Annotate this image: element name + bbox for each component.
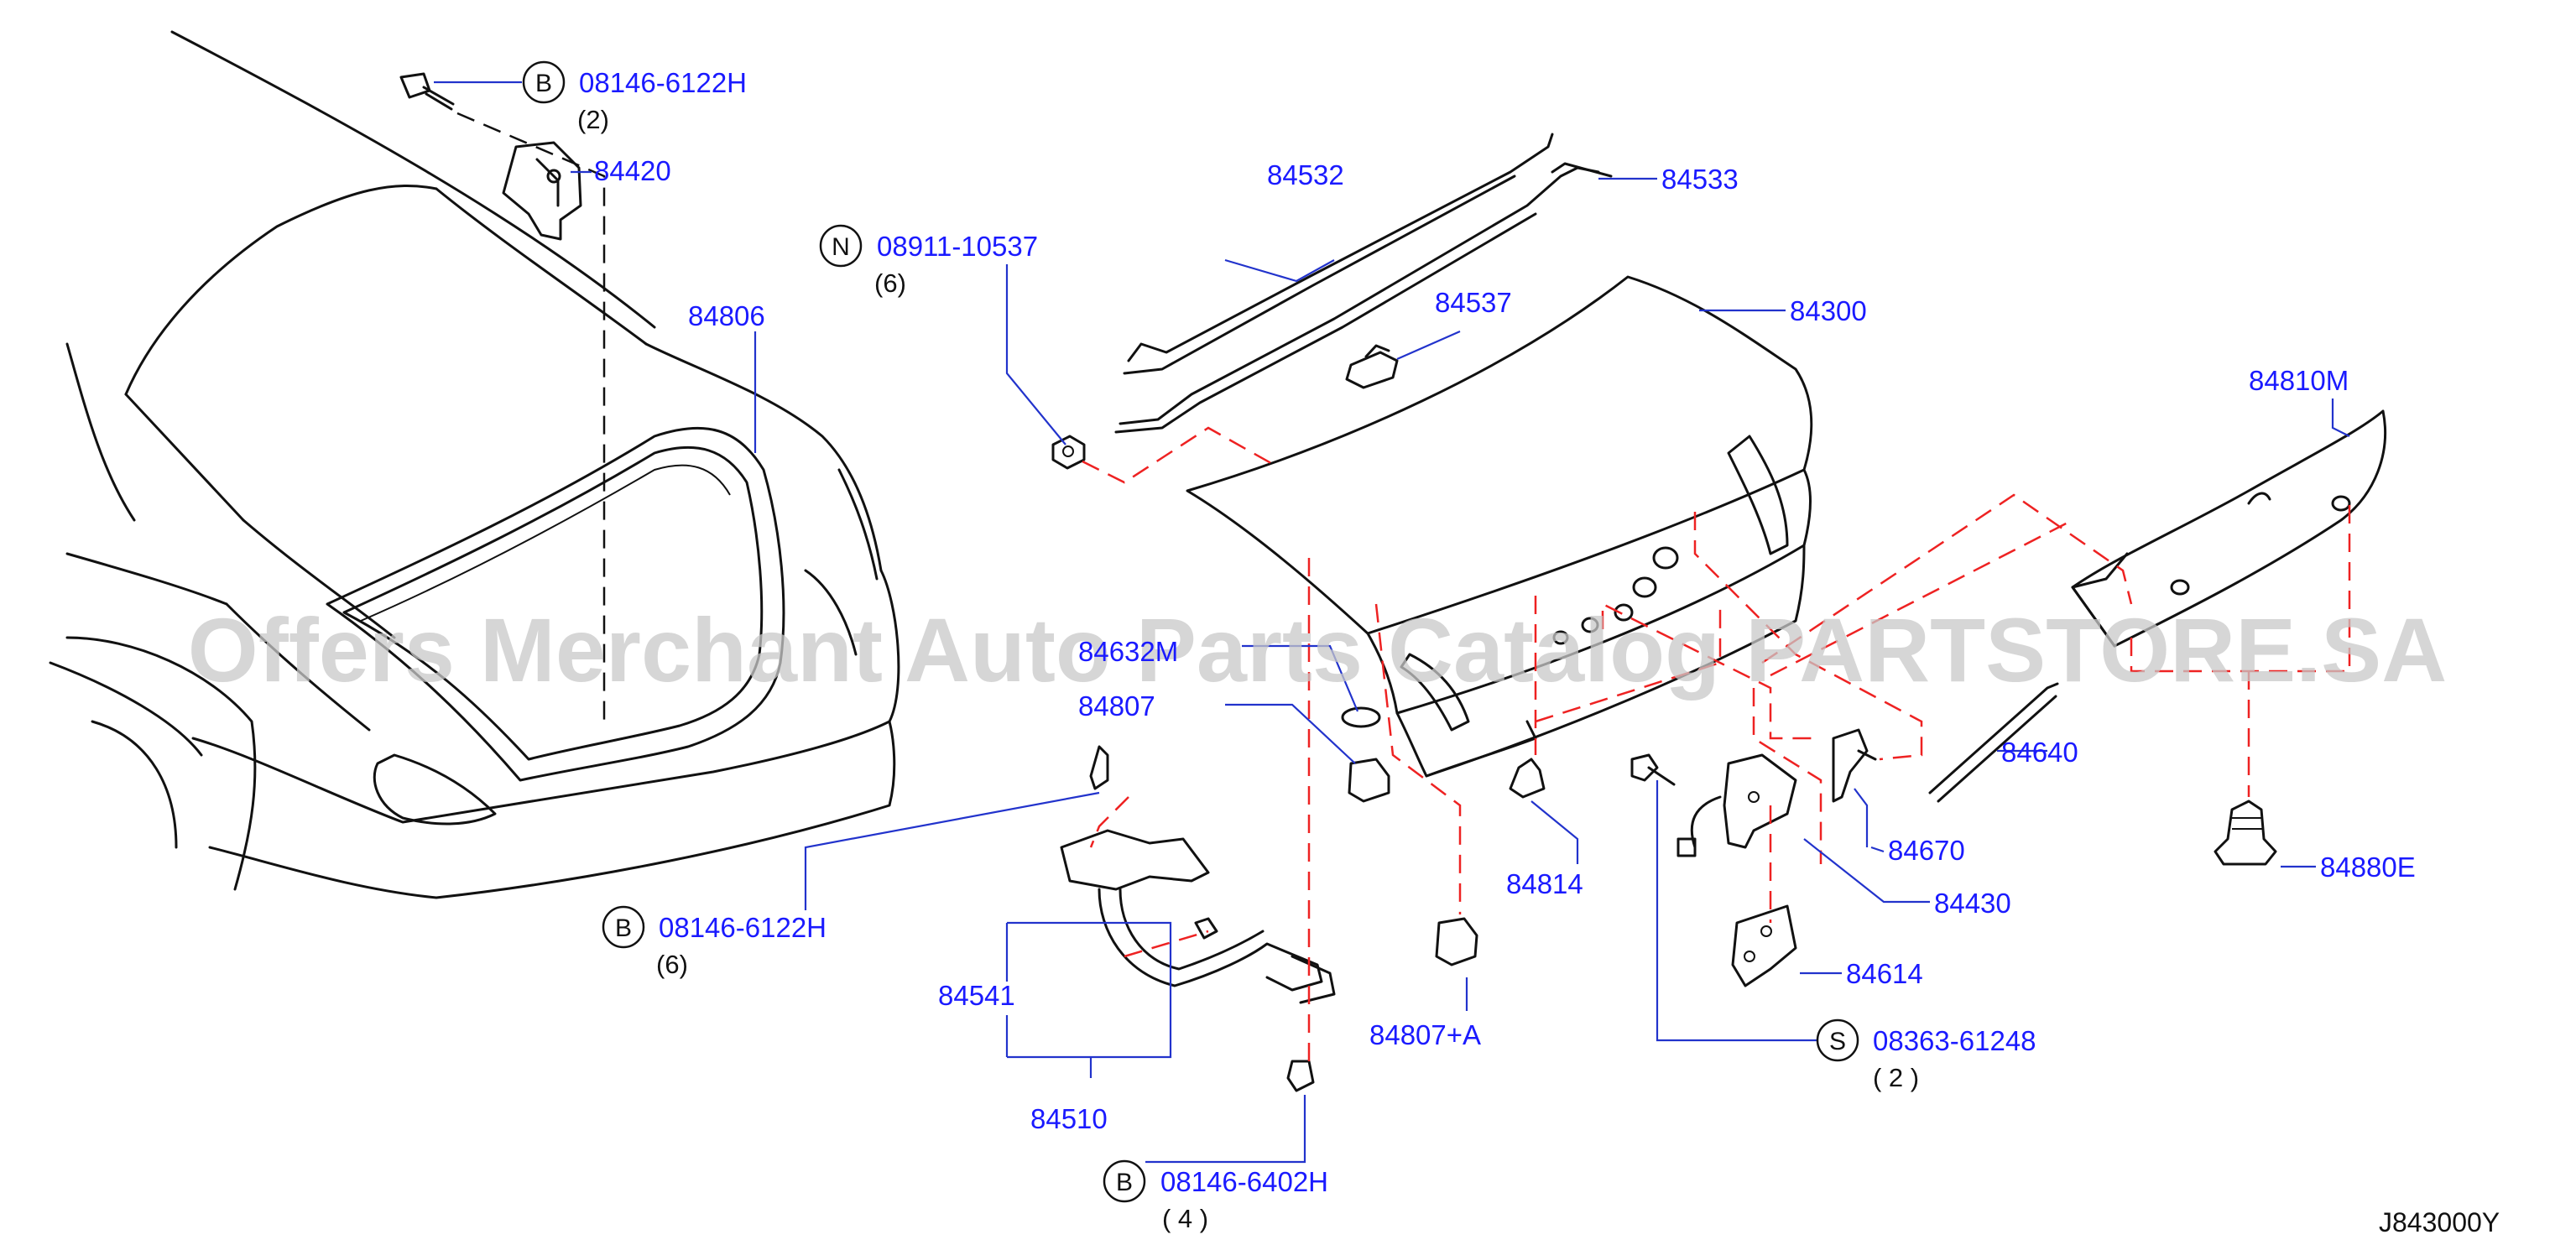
rod-84640-part [1928,682,2059,803]
plug-84632M-shape [1341,706,1381,728]
hinge-bolt-shape [1089,745,1109,790]
bumper-84814-shape [1509,758,1546,799]
callout-circle-s [1816,1018,1859,1062]
label-84807A[interactable]: 84807+A [1369,1019,1481,1050]
torsion-bars-part [1114,133,1613,434]
clip-84880E-part [2214,800,2277,866]
callout-circle-b [522,60,566,104]
screw-part [1630,753,1676,786]
callout-prefix: S [1829,1028,1846,1055]
diagram-reference-code: J843000Y [2379,1207,2500,1237]
label-84670[interactable]: 84670 [1888,835,1965,866]
part-labels: 84420 84806 84532 84533 84537 84300 8481… [594,155,2416,1134]
latch-84430-part [1676,753,1797,857]
label-84614[interactable]: 84614 [1846,958,1923,989]
striker-84614-part [1731,904,1797,987]
callout-prefix: B [535,70,552,97]
clip-84537-part [1345,344,1399,389]
nut-part [1051,435,1086,470]
callout-prefix: B [1116,1169,1133,1196]
callout-prefix: N [832,233,850,261]
callout-circle-b [602,905,645,949]
watermark-text: Offers Merchant Auto Parts Catalog PARTS… [188,599,2447,701]
fastener-part-number[interactable]: 08363-61248 [1873,1025,2036,1056]
fastener-qty: (6) [656,950,688,979]
bottom-bolt-shape [1286,1060,1315,1092]
fastener-qty: ( 2 ) [1873,1063,1919,1092]
fastener-part-number[interactable]: 08146-6402H [1160,1166,1328,1197]
fastener-qty: (2) [577,105,609,134]
fastener-qty: ( 4 ) [1162,1204,1208,1233]
fastener-bottom-bolt[interactable]: B 08146-6402H ( 4 ) [1103,1159,1328,1233]
label-84420[interactable]: 84420 [594,155,671,186]
bumper-84807-shape [1348,758,1390,803]
label-84632M[interactable]: 84632M [1078,636,1178,667]
label-84533[interactable]: 84533 [1661,164,1739,195]
bumpers-part [1341,706,1546,966]
fastener-screw[interactable]: S 08363-61248 ( 2 ) [1816,1018,2036,1092]
label-84537[interactable]: 84537 [1435,287,1512,318]
label-84510[interactable]: 84510 [1030,1103,1108,1134]
bumper-84807A-shape [1435,917,1478,966]
car-body-illustration [49,30,900,899]
trunk-lid-84300-part [1186,275,1813,778]
label-84810M[interactable]: 84810M [2249,365,2349,396]
label-84430[interactable]: 84430 [1934,888,2011,919]
fastener-nut[interactable]: N 08911-10537 (6) [819,224,1038,298]
lock-cylinder-84670-part [1832,728,1877,803]
label-84541[interactable]: 84541 [938,980,1015,1011]
label-84880E[interactable]: 84880E [2320,852,2416,883]
label-84807[interactable]: 84807 [1078,690,1155,721]
fastener-part-number[interactable]: 08146-6122H [579,67,747,98]
callout-circle-n [819,224,863,268]
label-84814[interactable]: 84814 [1506,868,1583,899]
fastener-hinge-bolt[interactable]: B 08146-6122H (6) [602,905,827,979]
assembly-guides [1082,426,2351,1065]
hinge-84420-part [502,141,582,241]
label-84532[interactable]: 84532 [1267,159,1344,190]
fastener-qty: (6) [874,268,906,298]
fastener-part-number[interactable]: 08146-6122H [659,912,827,943]
finisher-84810M-part [2071,409,2387,648]
callout-prefix: B [615,914,632,942]
callout-circle-b [1103,1159,1146,1203]
hinge-assembly-part [1060,745,1336,1092]
fastener-part-number[interactable]: 08911-10537 [877,231,1038,262]
label-84806[interactable]: 84806 [688,300,765,331]
label-84300[interactable]: 84300 [1790,295,1867,326]
top-bolt-part [399,72,455,111]
label-84640[interactable]: 84640 [2001,737,2078,768]
leader-lines [434,81,2350,1164]
fastener-top-bolt[interactable]: B 08146-6122H (2) [522,60,747,134]
